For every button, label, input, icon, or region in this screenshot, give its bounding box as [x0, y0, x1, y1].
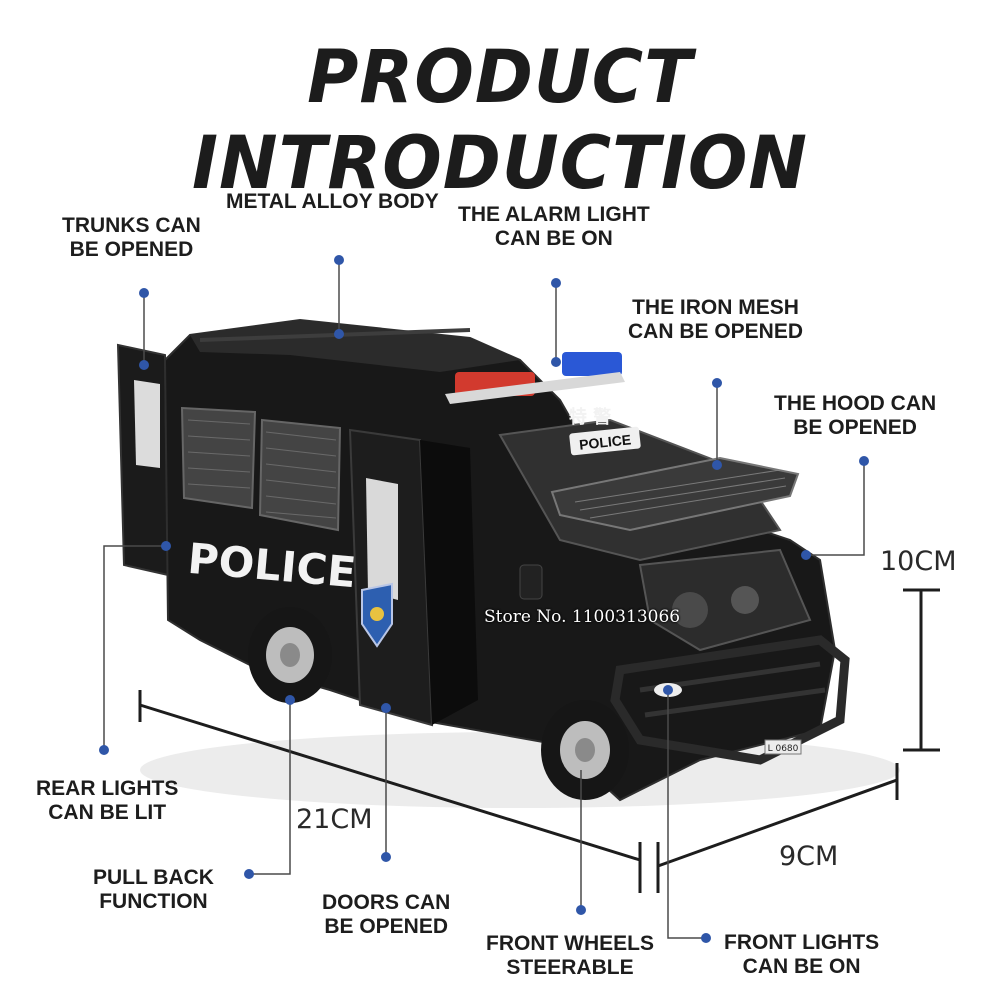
badge-emblem — [370, 607, 384, 621]
dimension-length: 21CM — [296, 804, 373, 835]
engine-part — [731, 586, 759, 614]
label-hood-line-1: THE HOOD CAN — [774, 392, 937, 415]
rear-wheel — [248, 607, 332, 703]
open-hood-mesh — [550, 456, 800, 532]
label-front-wheels-line-2: STEERABLE — [506, 956, 634, 979]
blue-alarm-light — [562, 352, 622, 376]
label-pull-back-line-2: FUNCTION — [99, 890, 208, 913]
label-rear-lights-line-2: CAN BE LIT — [48, 801, 167, 824]
engine-part — [672, 592, 708, 628]
side-mesh-window-1 — [180, 406, 257, 510]
label-metal-body-line-1: METAL ALLOY BODY — [226, 190, 439, 213]
dimension-width: 9CM — [779, 841, 839, 872]
label-iron-mesh-line-2: CAN BE OPENED — [628, 320, 804, 343]
label-front-wheels-line-1: FRONT WHEELS — [486, 932, 654, 955]
length-line — [139, 703, 641, 862]
label-alarm-light: THE ALARM LIGHT CAN BE ON — [458, 203, 650, 251]
light-bar-base — [445, 372, 625, 404]
dot-iron-mesh-target — [712, 460, 722, 470]
label-alarm-light-line-1: THE ALARM LIGHT — [458, 203, 650, 226]
label-pull-back: PULL BACK FUNCTION — [93, 866, 214, 914]
dot-alarm-light — [551, 278, 561, 288]
label-front-lights-line-1: FRONT LIGHTS — [724, 931, 880, 954]
label-front-lights-line-2: CAN BE ON — [742, 955, 861, 978]
front-chinese-text: 特 警 — [569, 406, 611, 428]
dot-metal-body-target — [334, 329, 344, 339]
label-iron-mesh: THE IRON MESH CAN BE OPENED — [628, 296, 803, 344]
dot-metal-body — [334, 255, 344, 265]
license-plate — [764, 739, 802, 755]
side-mesh-window-2 — [258, 418, 342, 532]
leader-lines — [103, 260, 865, 939]
label-pull-back-line-1: PULL BACK — [93, 866, 214, 889]
side-door-window — [366, 478, 398, 600]
van-roof — [190, 320, 520, 372]
dot-pull-back-target — [285, 695, 295, 705]
label-hood-line-2: BE OPENED — [793, 416, 917, 439]
dimension-height: 10CM — [880, 546, 957, 577]
rear-door-window — [134, 380, 160, 468]
dot-trunks-target — [139, 360, 149, 370]
dot-iron-mesh — [712, 378, 722, 388]
dot-front-lights-target — [663, 685, 673, 695]
callout-dots — [99, 255, 869, 943]
dot-front-lights — [701, 933, 711, 943]
label-rear-lights-line-1: REAR LIGHTS — [36, 777, 179, 800]
page-title: PRODUCT INTRODUCTION — [192, 33, 808, 207]
license-plate-text: L 0680 — [768, 744, 799, 754]
dot-hood-target — [801, 550, 811, 560]
label-trunks: TRUNKS CAN BE OPENED — [62, 214, 201, 262]
side-mirror — [519, 564, 543, 600]
dot-doors — [381, 852, 391, 862]
label-metal-body: METAL ALLOY BODY — [226, 190, 439, 214]
label-front-wheels: FRONT WHEELS STEERABLE — [486, 932, 654, 980]
label-hood: THE HOOD CAN BE OPENED — [774, 392, 936, 440]
dot-hood — [859, 456, 869, 466]
front-wheel — [541, 700, 629, 800]
dot-trunks — [139, 288, 149, 298]
front-police-text: POLICE — [578, 431, 632, 452]
dot-alarm-light-target — [551, 357, 561, 367]
label-front-lights: FRONT LIGHTS CAN BE ON — [724, 931, 879, 979]
label-doors: DOORS CAN BE OPENED — [322, 891, 450, 939]
dot-rear-lights-target — [161, 541, 171, 551]
dot-doors-target — [381, 703, 391, 713]
dot-front-wheels — [576, 905, 586, 915]
police-van: POLICE 特 警 L 0680 POLICE — [116, 318, 850, 802]
front-police-sign — [569, 426, 641, 456]
store-watermark: Store No. 1100313066 — [484, 607, 681, 627]
label-trunks-line-2: BE OPENED — [69, 238, 194, 261]
label-alarm-light-line-2: CAN BE ON — [494, 227, 613, 250]
dimension-lines — [138, 588, 940, 893]
label-doors-line-1: DOORS CAN — [322, 891, 451, 914]
label-rear-lights: REAR LIGHTS CAN BE LIT — [36, 777, 178, 825]
label-iron-mesh-line-1: THE IRON MESH — [632, 296, 799, 319]
door-opening — [420, 440, 478, 725]
width-line — [657, 778, 898, 868]
label-trunks-line-1: TRUNKS CAN — [62, 214, 201, 237]
dot-pull-back — [244, 869, 254, 879]
dot-rear-lights — [99, 745, 109, 755]
label-doors-line-2: BE OPENED — [324, 915, 449, 938]
